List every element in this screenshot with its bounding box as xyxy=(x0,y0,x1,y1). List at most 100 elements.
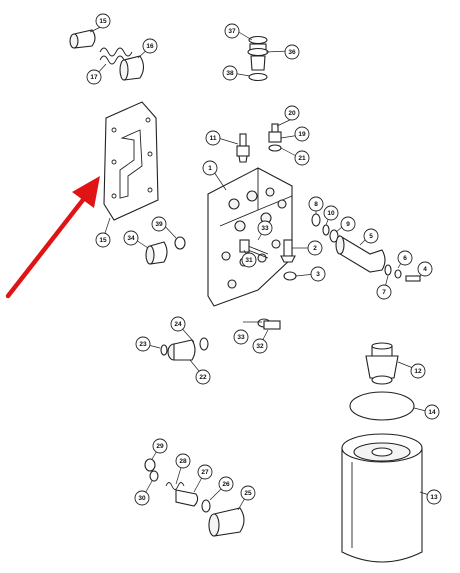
callout-circle xyxy=(205,130,221,146)
callout-number: 12 xyxy=(414,368,422,375)
filter-head-12 xyxy=(365,342,399,385)
callout-number: 2 xyxy=(313,245,317,252)
callout-number: 15 xyxy=(99,237,107,244)
callout-38: 38 xyxy=(222,65,238,81)
o-ring-39 xyxy=(174,236,186,250)
callout-circle xyxy=(294,126,310,142)
callout-number: 37 xyxy=(228,28,236,35)
callout-14: 14 xyxy=(424,404,440,420)
callout-circle xyxy=(142,38,158,54)
callout-37: 37 xyxy=(224,23,240,39)
callout-23: 23 xyxy=(135,336,151,352)
callout-circle xyxy=(257,220,273,236)
callout-circle xyxy=(170,316,186,332)
callout-number: 1 xyxy=(208,165,212,172)
callout-10: 10 xyxy=(323,205,339,221)
callout-number: 4 xyxy=(423,266,427,273)
callout-number: 39 xyxy=(155,221,163,228)
callout-circle xyxy=(307,240,323,256)
callout-7: 7 xyxy=(376,284,392,300)
callout-circle xyxy=(241,252,257,268)
ring-10 xyxy=(322,224,330,236)
callout-31: 31 xyxy=(241,252,257,268)
callout-number: 9 xyxy=(346,221,350,228)
callout-32: 32 xyxy=(252,338,268,354)
callout-number: 20 xyxy=(288,110,296,117)
callout-number: 11 xyxy=(210,135,217,142)
valve-body xyxy=(207,167,293,307)
cap-25 xyxy=(208,507,245,537)
bolt-32 xyxy=(257,318,281,330)
callout-12: 12 xyxy=(410,363,426,379)
callout-circle xyxy=(86,69,102,85)
callout-number: 6 xyxy=(403,255,407,262)
callout-3: 3 xyxy=(310,266,326,282)
callout-number: 36 xyxy=(288,49,296,56)
callout-15a: 15 xyxy=(95,13,111,29)
callout-33a: 33 xyxy=(257,220,273,236)
callout-circle xyxy=(202,160,218,176)
callout-16: 16 xyxy=(142,38,158,54)
callout-6: 6 xyxy=(397,250,413,266)
callout-34: 34 xyxy=(123,230,139,246)
callout-number: 33 xyxy=(237,334,245,341)
callout-1: 1 xyxy=(202,160,218,176)
callout-27: 27 xyxy=(197,464,213,480)
callout-number: 16 xyxy=(146,43,154,50)
callout-number: 8 xyxy=(314,201,318,208)
small-fitting xyxy=(268,123,282,152)
ring-30 xyxy=(149,470,159,482)
callout-number: 32 xyxy=(256,343,264,350)
callout-circle xyxy=(123,230,139,246)
spool-5 xyxy=(335,235,386,273)
poppet-27 xyxy=(175,489,199,507)
callout-circle xyxy=(218,476,234,492)
callout-circle xyxy=(224,23,240,39)
cap-part xyxy=(119,55,145,81)
callout-circle xyxy=(363,228,379,244)
callout-24: 24 xyxy=(170,316,186,332)
sensor-part xyxy=(236,133,250,163)
callout-circle xyxy=(310,266,326,282)
ring-23 xyxy=(160,344,168,356)
callout-8: 8 xyxy=(308,196,324,212)
callout-number: 13 xyxy=(430,494,438,501)
callout-number: 5 xyxy=(369,233,373,240)
callout-number: 14 xyxy=(428,409,436,416)
o-ring-14 xyxy=(349,391,415,421)
callout-circle xyxy=(135,336,151,352)
callout-circle xyxy=(222,65,238,81)
callout-number: 23 xyxy=(139,341,147,348)
ring-8 xyxy=(311,213,321,227)
callout-20: 20 xyxy=(284,105,300,121)
plug-34 xyxy=(145,241,168,265)
ring-9 xyxy=(329,229,339,243)
callout-number: 15 xyxy=(99,18,107,25)
callout-circle xyxy=(397,250,413,266)
callout-number: 19 xyxy=(298,131,306,138)
ring-26 xyxy=(201,499,211,513)
callout-circle xyxy=(195,369,211,385)
callout-circle xyxy=(284,105,300,121)
red-pointer-arrow xyxy=(5,176,100,299)
callout-number: 31 xyxy=(245,257,253,264)
ring-29 xyxy=(144,458,156,472)
callout-number: 3 xyxy=(316,271,320,278)
callout-number: 34 xyxy=(127,235,135,242)
callout-group: 1516173736382011192111539348109332531364… xyxy=(86,13,442,506)
callout-circle xyxy=(340,216,356,232)
callout-number: 28 xyxy=(179,458,187,465)
gasket-plate xyxy=(103,101,159,221)
callout-30: 30 xyxy=(134,490,150,506)
callout-circle xyxy=(252,338,268,354)
callout-number: 22 xyxy=(199,374,207,381)
callout-circle xyxy=(294,150,310,166)
callout-number: 27 xyxy=(201,469,209,476)
callout-circle xyxy=(308,196,324,212)
callout-circle xyxy=(376,284,392,300)
callout-circle xyxy=(417,261,433,277)
valve-2 xyxy=(280,239,296,263)
callout-number: 30 xyxy=(138,495,146,502)
callout-number: 10 xyxy=(327,210,335,217)
